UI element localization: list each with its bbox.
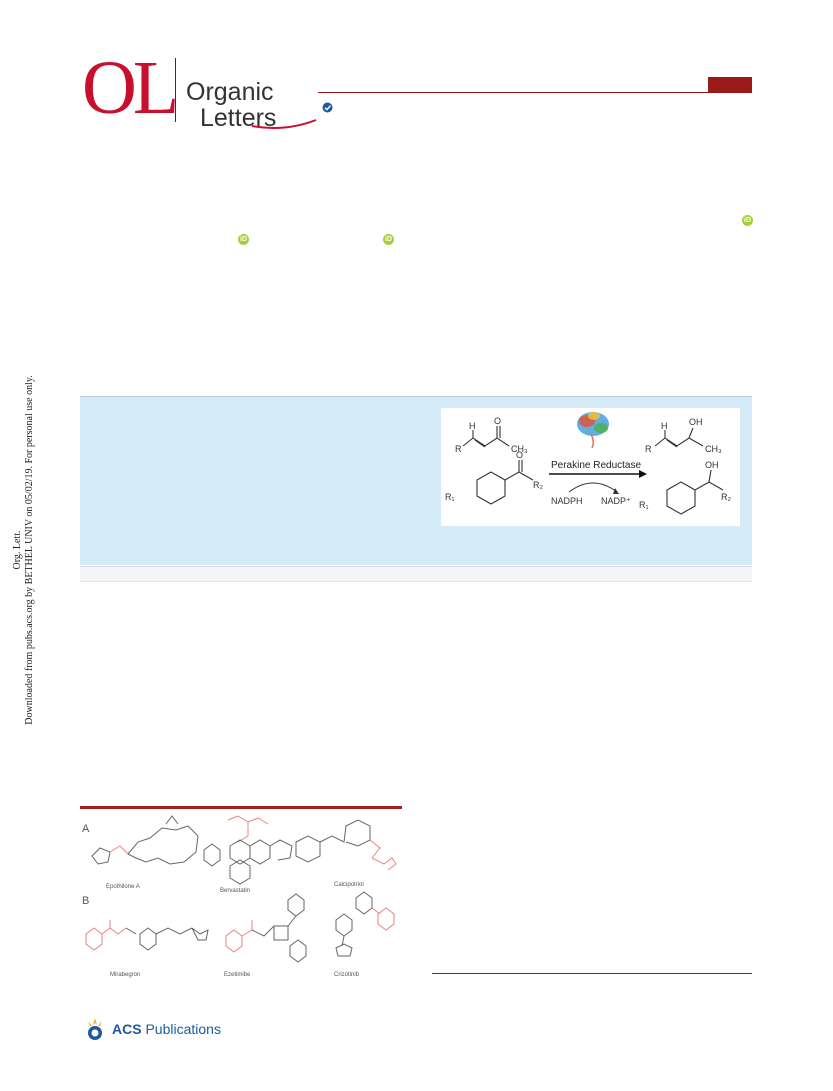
product-oh-label: OH — [689, 417, 703, 427]
product-ch3-label: CH₃ — [705, 444, 722, 454]
toc-graphic: R H O CH₃ O R₁ R₂ Perakine Reductase NAD… — [441, 408, 740, 526]
verified-check-icon — [322, 102, 333, 113]
panel-a-label: A — [82, 823, 90, 835]
header-rule — [318, 92, 752, 93]
substrate-r-label: R — [455, 444, 462, 454]
aryl-r2-label: R₂ — [533, 480, 543, 490]
substrate-h-label: H — [469, 421, 476, 431]
epothilone-structure — [91, 815, 199, 865]
logo-divider — [175, 58, 176, 122]
substrate-ch3-label: CH₃ — [511, 444, 528, 454]
product-r2-label: R₂ — [721, 492, 731, 502]
aryl-o-label: O — [516, 450, 523, 460]
compound-crizotinib: Crizotinib — [334, 972, 360, 978]
publisher-name-rest: Publications — [141, 1021, 221, 1037]
mirabegron-structure — [85, 920, 209, 951]
reaction-arrow-icon — [639, 470, 647, 478]
compound-calcipotriol: Calcipotriol — [334, 882, 364, 888]
orcid-icon[interactable]: iD — [742, 215, 753, 226]
column-rule — [432, 973, 752, 974]
abstract-top-rule — [80, 396, 752, 397]
aryl-oh-label: OH — [705, 460, 719, 470]
header-tab — [708, 77, 752, 93]
acs-logo-icon — [88, 1018, 102, 1040]
cofactor-out-label: NADP⁺ — [601, 496, 631, 506]
download-note: Org. Lett. Downloaded from pubs.acs.org … — [12, 360, 36, 740]
product-h-label: H — [661, 421, 668, 431]
figure-structures: A B Epothilone A Bervastatin Calcipotrio… — [82, 815, 397, 978]
aryl-r1-label: R₁ — [445, 492, 455, 502]
bervastatin-structure — [203, 815, 293, 885]
substrate-o-label: O — [494, 416, 501, 426]
publisher-name[interactable]: ACS Publications — [112, 1021, 221, 1037]
abstract-footer-bar — [80, 566, 752, 582]
logo-swoosh-icon — [251, 119, 317, 129]
orcid-icon[interactable]: iD — [383, 234, 394, 245]
crizotinib-structure — [335, 891, 395, 957]
publisher-name-bold: ACS — [112, 1021, 142, 1037]
compound-epothilone: Epothilone A — [106, 884, 140, 890]
product-r-label: R — [645, 444, 652, 454]
journal-logo-abbrev: OL — [82, 46, 179, 130]
calcipotriol-structure — [295, 819, 397, 871]
enzyme-structure-icon — [577, 412, 609, 449]
figure-top-rule — [80, 806, 402, 809]
journal-logo-word1: Organic — [186, 78, 274, 106]
product-r1-label: R₁ — [639, 500, 649, 510]
download-note-journal: Org. Lett. — [12, 530, 23, 570]
compound-ezetimibe: Ezetimibe — [224, 972, 251, 978]
compound-mirabegron: Mirabegron — [110, 972, 140, 978]
panel-b-label: B — [82, 895, 89, 907]
download-note-text: Downloaded from pubs.acs.org by BETHEL U… — [24, 375, 35, 725]
compound-bervastatin: Bervastatin — [220, 888, 250, 894]
cofactor-curve-icon — [568, 482, 618, 493]
orcid-icon[interactable]: iD — [238, 234, 249, 245]
enzyme-label: Perakine Reductase — [551, 460, 641, 471]
ezetimibe-structure — [225, 893, 307, 963]
cofactor-in-label: NADPH — [551, 496, 583, 506]
